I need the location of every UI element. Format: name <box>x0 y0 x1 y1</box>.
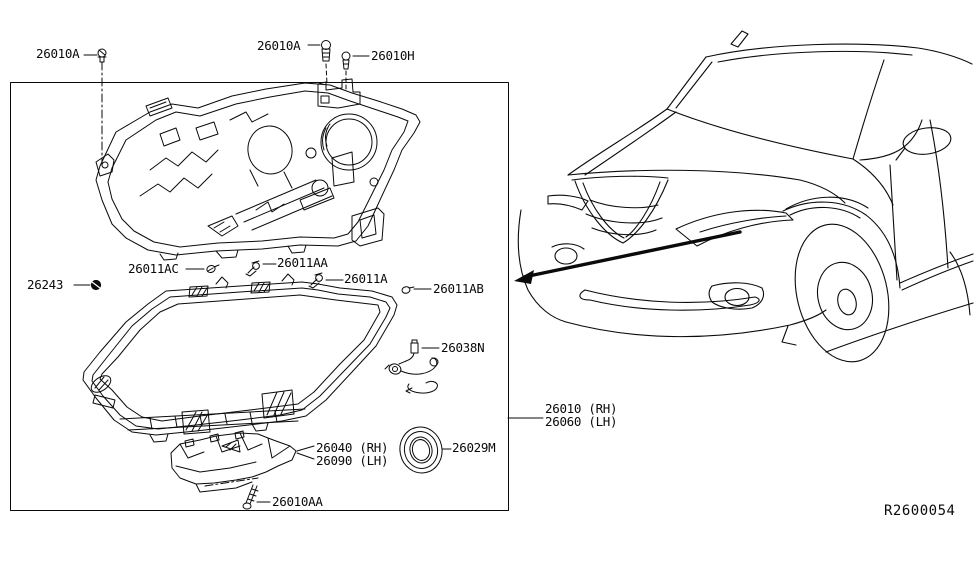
clip-icon-26011aa <box>245 260 260 277</box>
leader-lines <box>73 44 544 503</box>
callout-clip-ab: 26011AB <box>433 281 484 296</box>
callout-clip-a: 26011A <box>344 271 388 286</box>
seal-ring-drawing <box>399 426 443 474</box>
callout-assembly-rh: 26010 (RH) <box>545 401 618 416</box>
parts-box <box>10 82 509 511</box>
screw-icon-26010h <box>341 51 351 70</box>
callout-bolt-left: 26010A <box>36 46 80 61</box>
callout-grommet: 26243 <box>27 277 64 292</box>
figure-reference-code: R2600054 <box>884 503 956 519</box>
callout-clip-aa: 26011AA <box>277 255 328 270</box>
vehicle-drawing <box>517 30 974 363</box>
clip-icon-26011ac <box>206 264 220 273</box>
callout-bolt-right: 26010H <box>371 48 415 63</box>
bulb-socket-drawing <box>384 339 439 394</box>
callout-assembly-lh: 26060 (LH) <box>545 414 618 429</box>
grommet-icon-26243 <box>90 279 102 291</box>
headlamp-lens-drawing <box>82 273 398 443</box>
screw-icon-26010a-mid <box>321 40 331 62</box>
screw-icon-26010aa <box>242 484 259 510</box>
clip-icon-26011a <box>308 272 323 289</box>
pointer-arrow <box>514 230 742 284</box>
headlamp-housing-drawing <box>95 78 421 261</box>
callout-clip-ac: 26011AC <box>128 261 179 276</box>
callout-bracket-rh: 26040 (RH) <box>316 440 389 455</box>
callout-bracket-screw: 26010AA <box>272 494 323 509</box>
callout-bulb-socket: 26038N <box>441 340 485 355</box>
callout-seal-ring: 26029M <box>452 440 496 455</box>
bracket-drawing <box>170 430 297 493</box>
screw-icon-26010a-left <box>97 48 107 63</box>
callout-bracket-lh: 26090 (LH) <box>316 453 389 468</box>
callout-bolt-mid: 26010A <box>257 38 301 53</box>
clip-icon-26011ab <box>401 286 415 294</box>
